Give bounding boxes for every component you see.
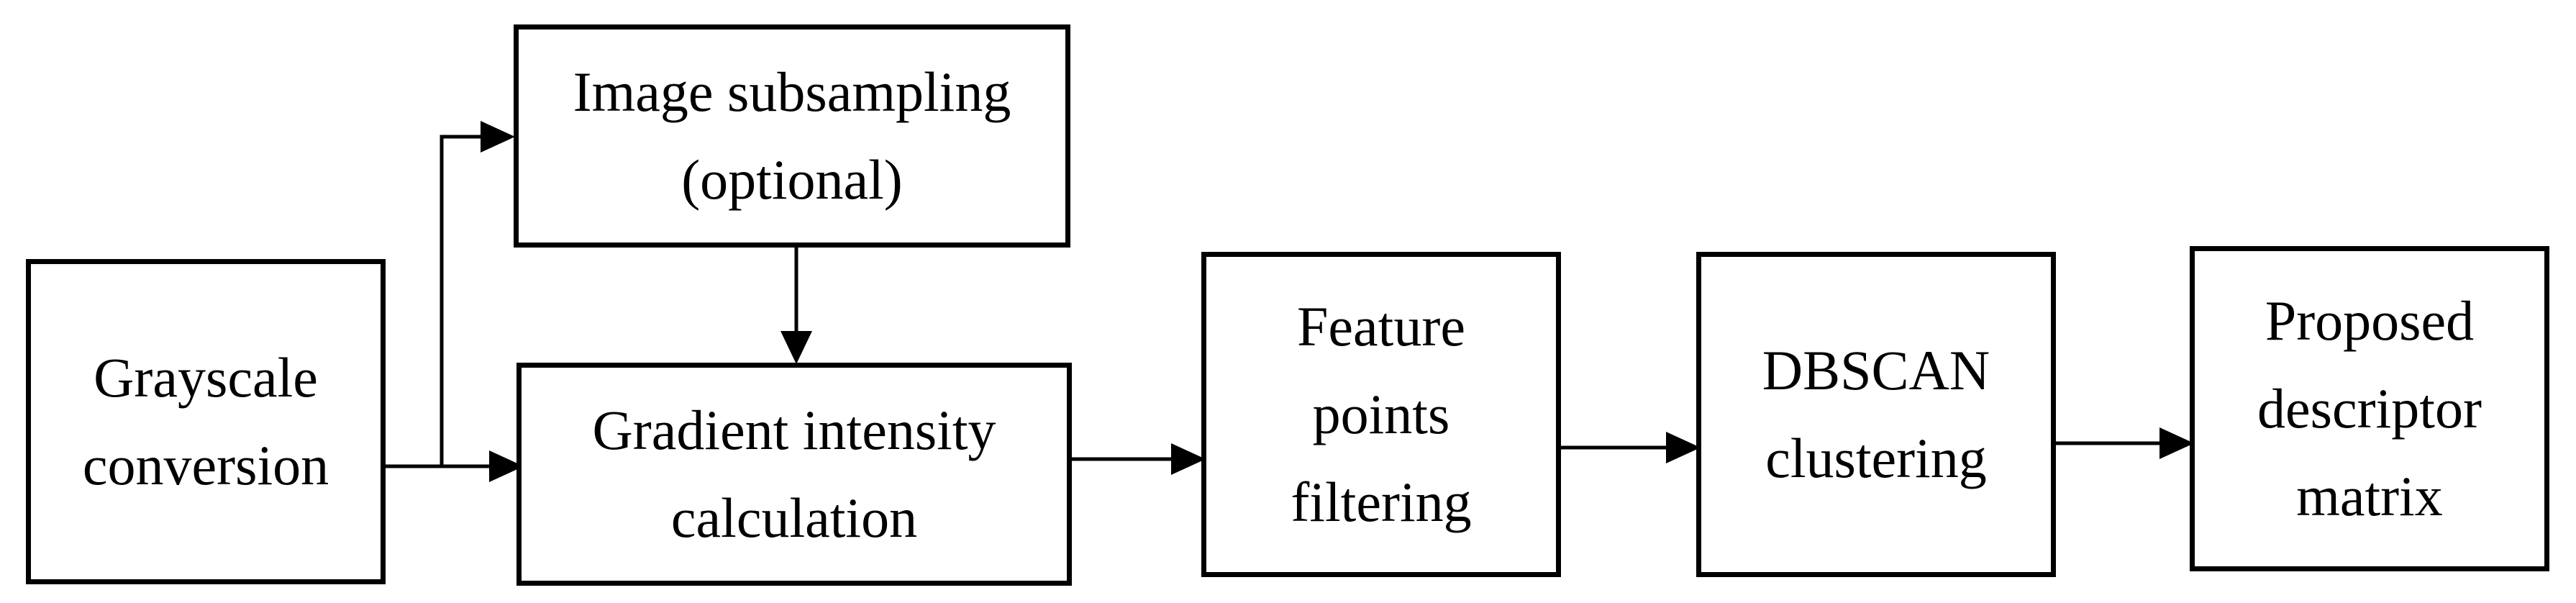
edge-grayscale-to-subsampling [440,121,515,466]
arrowhead [2159,427,2194,459]
node-feature-points-filtering: Feature points filtering [1201,252,1561,577]
node-label-line: matrix [2296,465,2443,527]
arrowhead [1171,443,1206,475]
edge-filtering-to-dbscan [1561,432,1701,463]
node-label-line: Image subsampling [573,60,1011,123]
node-label-line: Proposed [2265,289,2475,352]
node-label-line: Feature [1297,295,1465,358]
node-label-line: descriptor [2257,377,2482,440]
node-label-line: calculation [670,486,918,549]
arrowhead [1666,432,1701,463]
node-label-line: Gradient intensity [592,399,996,461]
node-label-line: (optional) [681,148,903,211]
node-dbscan-clustering: DBSCAN clustering [1696,252,2056,577]
node-grayscale-conversion: Grayscale conversion [26,259,386,584]
node-gradient-intensity-calculation: Gradient intensity calculation [516,363,1072,586]
arrowhead [780,331,812,364]
node-label-line: conversion [82,434,329,497]
node-label-line: points [1312,383,1450,445]
edge-grayscale-to-gradient [386,450,524,482]
node-proposed-descriptor-matrix: Proposed descriptor matrix [2190,246,2549,571]
node-label-line: DBSCAN [1762,339,1990,402]
node-label-line: Grayscale [94,346,318,409]
node-label-line: clustering [1765,427,1987,489]
node-label-line: filtering [1291,471,1472,533]
edge-dbscan-to-descriptor [2056,427,2194,459]
connector-line [440,135,481,466]
node-image-subsampling: Image subsampling (optional) [514,24,1070,248]
edge-gradient-to-filtering [1071,443,1206,475]
arrowhead [489,450,524,482]
edge-subsampling-to-gradient [780,247,812,364]
arrowhead [481,121,515,153]
